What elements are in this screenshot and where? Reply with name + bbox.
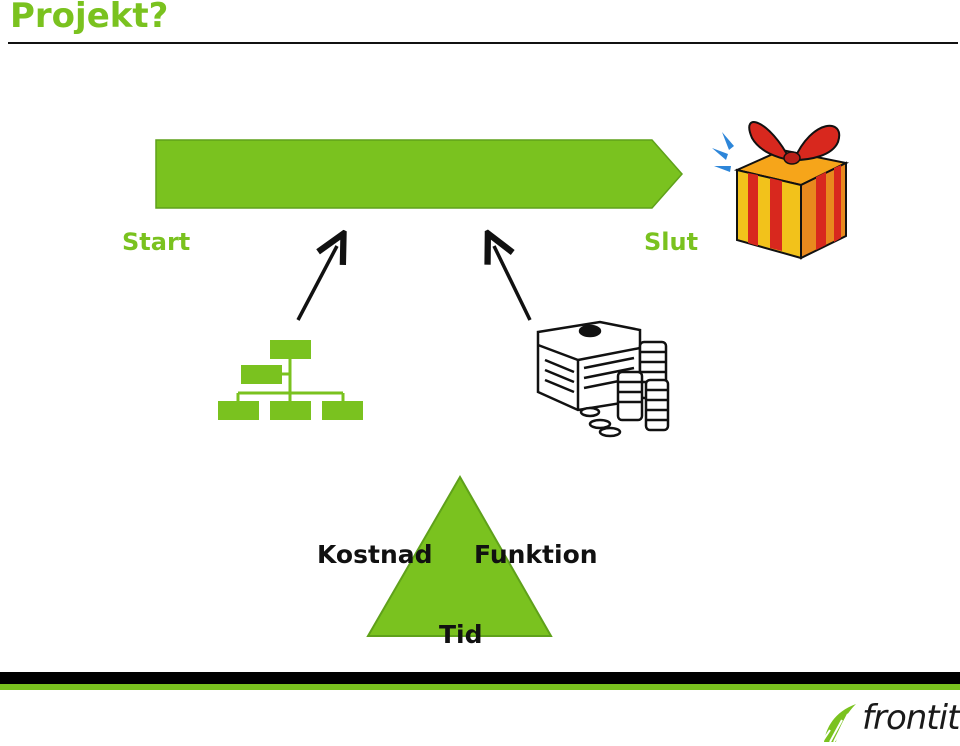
triangle-function-label: Funktion	[474, 540, 598, 569]
triangle-time-label: Tid	[439, 620, 483, 649]
frontit-logo: frontit	[820, 698, 960, 744]
logo-text: frontit	[862, 698, 960, 738]
project-triangle	[366, 474, 553, 637]
title-divider	[8, 42, 958, 44]
frontit-leaf-icon	[821, 704, 856, 743]
org-pointer-arrow	[296, 246, 337, 321]
timeline-end-label: Slut	[644, 228, 699, 256]
timeline-arrow	[155, 139, 684, 209]
money-pointer-arrow	[494, 246, 532, 321]
org-chart-icon	[218, 340, 363, 420]
footer-bar-green	[0, 684, 960, 690]
timeline-start-label: Start	[122, 228, 191, 256]
triangle-cost-label: Kostnad	[317, 540, 433, 569]
slide-title: Projekt?	[10, 0, 169, 36]
footer-bar-black	[0, 672, 960, 684]
